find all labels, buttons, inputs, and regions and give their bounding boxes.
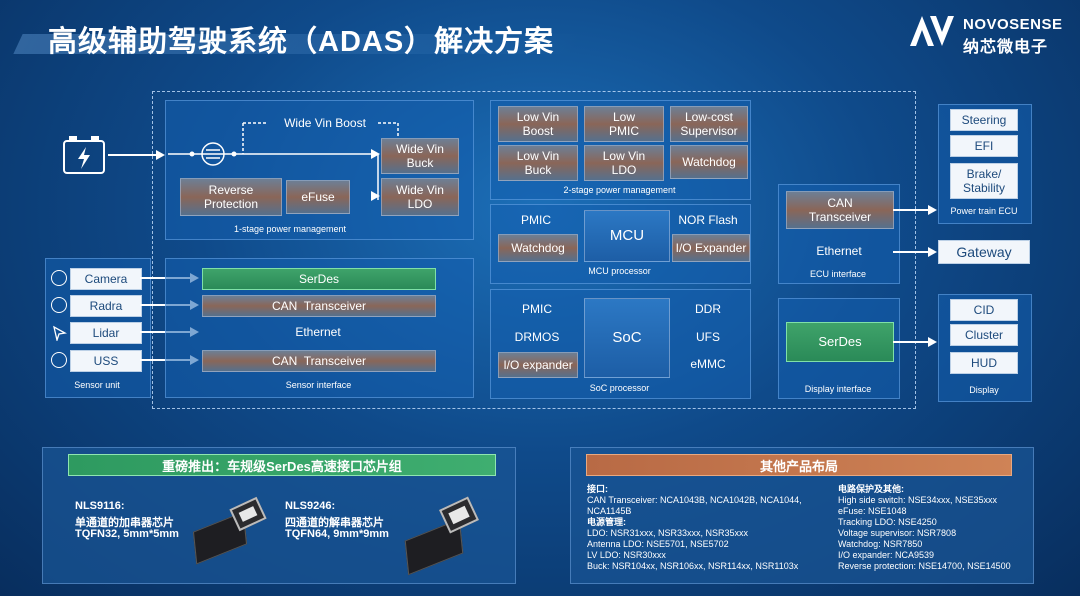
sensor-if-can-2: CAN Transceiver	[202, 350, 436, 372]
col2-line: High side switch: NSE34xxx, NSE35xxx	[838, 495, 998, 505]
low-vin-boost: Low Vin Boost	[498, 106, 578, 142]
col1-line: 接口:	[587, 484, 608, 494]
reverse-protection: Reverse Protection	[180, 178, 282, 216]
wide-vin-ldo: Wide Vin LDO	[381, 178, 459, 216]
display-line	[893, 341, 930, 343]
sensor-radra: Radra	[70, 295, 142, 317]
to-buck-arrow	[371, 149, 380, 159]
col2-line: I/O expander: NCA9539	[838, 550, 935, 560]
mcu-caption: MCU processor	[588, 266, 651, 276]
ufs: UFS	[696, 330, 720, 344]
battery-icon	[63, 136, 105, 174]
system-frame	[152, 91, 916, 409]
drmos: DRMOS	[514, 330, 560, 344]
sensor-if-can-1: CAN Transceiver	[202, 295, 436, 317]
col2-line: Reverse protection: NSE14700, NSE14500	[838, 561, 1011, 571]
col1-line: 电源管理:	[587, 517, 626, 527]
chip1-desc: 单通道的加串器芯片	[75, 517, 174, 529]
chip1-package: TQFN32, 5mm*5mm	[75, 528, 179, 540]
ddr: DDR	[695, 302, 721, 316]
battery-arrow	[156, 150, 165, 160]
col1-line: LV LDO: NSR30xxx	[587, 550, 666, 560]
radar-icon	[51, 297, 67, 313]
col2-line: Watchdog: NSR7850	[838, 539, 923, 549]
sensor-camera: Camera	[70, 268, 142, 290]
battery-line	[108, 154, 158, 156]
display-caption: Display	[969, 385, 999, 395]
ecu-caption: ECU interface	[809, 269, 867, 279]
lidar-icon	[53, 325, 67, 341]
to-ldo-arrow	[371, 191, 380, 201]
mcu-io-expander: I/O Expander	[672, 234, 750, 262]
steering: Steering	[950, 109, 1018, 131]
display-serdes: SerDes	[786, 322, 894, 362]
col2-line: eFuse: NSE1048	[838, 506, 907, 516]
col2-line: Voltage supervisor: NSR7808	[838, 528, 957, 538]
low-pmic: Low PMIC	[584, 106, 664, 142]
ecu-can-transceiver: CAN Transceiver	[786, 191, 894, 229]
power1-caption: 1-stage power management	[233, 224, 347, 234]
sensor-if-caption: Sensor interface	[285, 380, 352, 390]
novosense-logo-icon	[910, 16, 954, 46]
page-title: 高级辅助驾驶系统（ADAS）解决方案	[48, 26, 555, 58]
other-products-heading: 其他产品布局	[586, 454, 1012, 476]
other-products-col2: 电路保护及其他:High side switch: NSE34xxx, NSE3…	[838, 484, 1028, 572]
efi: EFI	[950, 135, 1018, 157]
wide-vin-buck: Wide Vin Buck	[381, 138, 459, 174]
sensor-if-ethernet: Ethernet	[295, 325, 341, 339]
chip2-name: NLS9246:	[285, 500, 336, 512]
gateway: Gateway	[938, 240, 1030, 264]
sensor-if-serdes: SerDes	[202, 268, 436, 290]
nor-flash: NOR Flash	[678, 213, 738, 227]
low-vin-ldo: Low Vin LDO	[584, 145, 664, 181]
efuse: eFuse	[286, 180, 350, 214]
col1-line: Buck: NSR104xx, NSR106xx, NSR114xx, NSR1…	[587, 561, 799, 571]
mcu-watchdog: Watchdog	[498, 234, 578, 262]
col2-line: Tracking LDO: NSE4250	[838, 517, 937, 527]
other-products-col1: 接口:CAN Transceiver: NCA1043B, NCA1042B, …	[587, 484, 827, 572]
soc-caption: SoC processor	[589, 383, 650, 393]
col1-line: NCA1145B	[587, 506, 632, 516]
ecu-eth-arrow	[928, 247, 937, 257]
chip1-name: NLS9116:	[75, 500, 125, 512]
wide-vin-boost: Wide Vin Boost	[284, 116, 366, 130]
emmc: eMMC	[690, 357, 726, 371]
ecu-eth-line	[893, 251, 930, 253]
chip2-desc: 四通道的解串器芯片	[285, 517, 384, 529]
col1-line: CAN Transceiver: NCA1043B, NCA1042B, NCA…	[587, 495, 802, 505]
serdes-launch-heading: 重磅推出：车规级SerDes高速接口芯片组	[68, 454, 496, 476]
mcu-pmic: PMIC	[521, 213, 551, 227]
brake-stability: Brake/ Stability	[950, 163, 1018, 199]
power2-watchdog: Watchdog	[670, 145, 748, 179]
ecu-can-line	[893, 209, 930, 211]
col1-line: Antenna LDO: NSE5701, NSE5702	[587, 539, 729, 549]
soc-pmic: PMIC	[522, 302, 552, 316]
display-if-caption: Display interface	[804, 384, 872, 394]
chip2-package: TQFN64, 9mm*9mm	[285, 528, 389, 540]
display-hud: HUD	[950, 352, 1018, 374]
power2-caption: 2-stage power management	[563, 185, 676, 195]
display-arrow	[928, 337, 937, 347]
col2-line: 电路保护及其他:	[838, 484, 904, 494]
sensor-lidar: Lidar	[70, 322, 142, 344]
low-vin-buck: Low Vin Buck	[498, 145, 578, 181]
display-cluster: Cluster	[950, 324, 1018, 346]
soc-io-expander: I/O expander	[498, 352, 578, 378]
brand-name-en: NOVOSENSE	[963, 16, 1063, 33]
sensor-unit-caption: Sensor unit	[74, 380, 120, 390]
ecu-can-arrow	[928, 205, 937, 215]
powertrain-caption: Power train ECU	[950, 206, 1018, 216]
mcu-chip: MCU	[584, 210, 670, 262]
soc-chip: SoC	[584, 298, 670, 378]
display-cid: CID	[950, 299, 1018, 321]
camera-icon	[51, 270, 67, 286]
ecu-ethernet: Ethernet	[816, 244, 862, 258]
low-cost-supervisor: Low-cost Supervisor	[670, 106, 748, 142]
col1-line: LDO: NSR31xxx, NSR33xxx, NSR35xxx	[587, 528, 749, 538]
ultrasonic-icon	[51, 352, 67, 368]
brand-name-cn: 纳芯微电子	[963, 39, 1049, 56]
sensor-uss: USS	[70, 350, 142, 372]
